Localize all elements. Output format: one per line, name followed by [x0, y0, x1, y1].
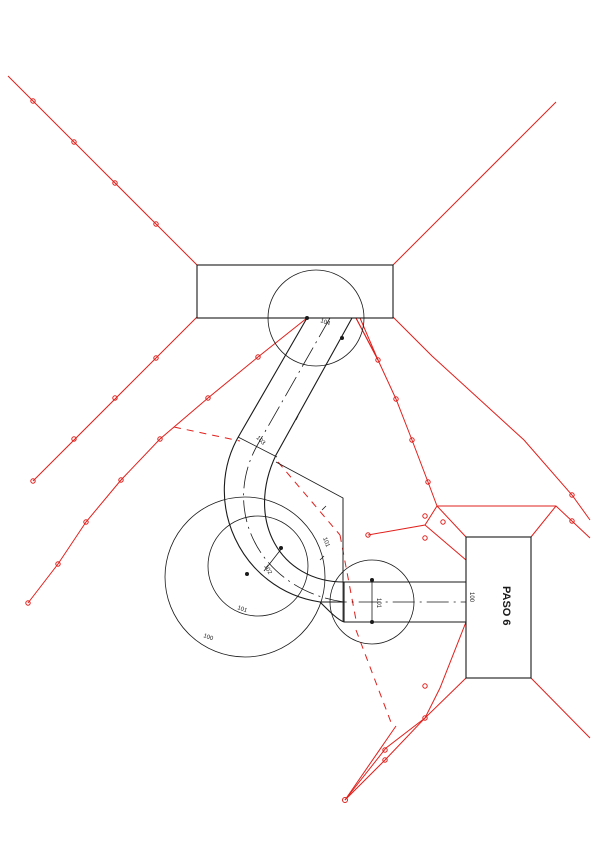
curve-circle-right	[329, 559, 415, 645]
slope-lines	[7, 75, 591, 803]
curve-circle-large	[164, 496, 326, 658]
station-label-101a: 101	[321, 537, 330, 549]
road-edge-left	[223, 317, 344, 603]
road-geometry	[164, 264, 532, 679]
curve-circle-top	[267, 269, 365, 367]
top-platform	[196, 264, 394, 319]
platform-label: PASO 6	[500, 586, 512, 626]
station-label-100: 100	[202, 633, 214, 642]
curve-circle-inner	[207, 515, 309, 617]
paso-6-platform	[465, 536, 532, 679]
road-edge-right	[264, 317, 353, 583]
station-label-101b: 101	[236, 605, 248, 614]
station-label-103: 103	[255, 435, 267, 447]
station-labels: 104 103 102 101 101 100 101 100 PASO 6	[202, 318, 512, 642]
station-label-102: 102	[262, 564, 273, 576]
station-label-100b: 100	[468, 592, 474, 603]
station-label-101c: 101	[375, 598, 381, 609]
station-label-104: 104	[319, 318, 331, 327]
